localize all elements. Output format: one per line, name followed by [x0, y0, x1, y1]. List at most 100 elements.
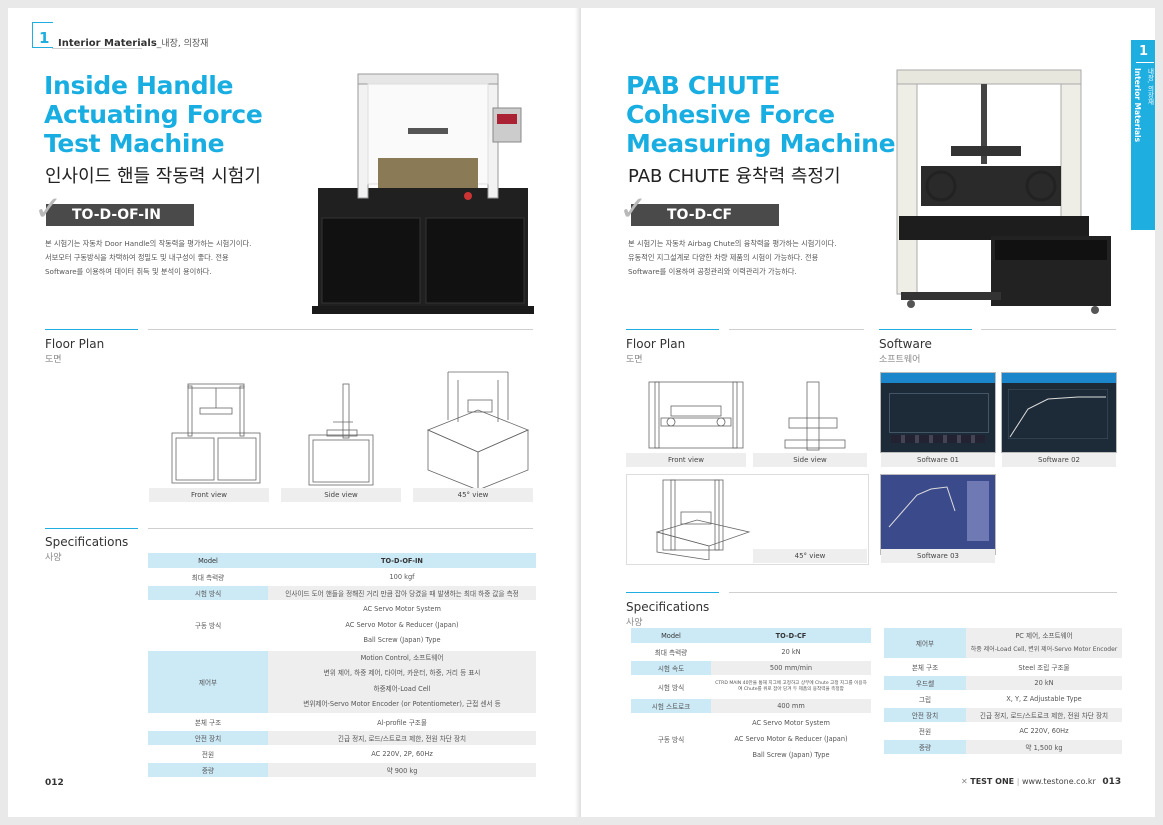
side-tab-label: Interior Materials — [1133, 68, 1142, 142]
spec-line: PC 제어, 소프트웨어 — [1015, 632, 1073, 640]
title-line-3: Measuring Machine — [626, 129, 896, 158]
check-icon: ✓ — [34, 189, 63, 229]
chapter-label: Interior Materials — [58, 38, 157, 49]
spec-key: 전원 — [918, 728, 932, 736]
chapter-number: 1 — [39, 29, 50, 47]
floor-plan-rule — [729, 329, 864, 330]
product-title: PAB CHUTE Cohesive Force Measuring Machi… — [626, 71, 896, 158]
spec-key: 안전 장치 — [884, 708, 966, 722]
spec-line: Motion Control, 소프트웨어 — [360, 653, 444, 662]
brand-logo-icon: ✕ — [961, 777, 968, 786]
spec-value: AC 220V, 2P, 60Hz — [371, 749, 433, 758]
spec-value: Motion Control, 소프트웨어 변위 제어, 하중 제어, 타이머,… — [268, 650, 536, 713]
desc-line-3: Software를 이용하여 공정관리와 이력관리가 가능하다. — [628, 267, 797, 276]
model-badge: TO-D-CF — [631, 204, 779, 226]
side-view-drawing — [308, 383, 374, 486]
product-title: Inside Handle Actuating Force Test Machi… — [44, 71, 263, 158]
spec-line: Ball Screw (Japan) Type — [752, 751, 830, 759]
spec-value: Steel 조립 구조물 — [1018, 664, 1070, 672]
spec-row: 구동 방식 AC Servo Motor System AC Servo Mot… — [631, 715, 871, 763]
floor-plan-heading: Floor Plan — [626, 337, 686, 351]
spec-value: X, Y, Z Adjustable Type — [1006, 695, 1082, 703]
spec-key: 제어부 — [148, 650, 268, 713]
spec-line: AC Servo Motor & Reducer (Japan) — [345, 620, 459, 629]
spec-key: 중량 — [148, 762, 268, 777]
spec-value: AC Servo Motor System AC Servo Motor & R… — [268, 602, 536, 649]
check-icon: ✓ — [619, 189, 648, 229]
iso-view-drawing — [655, 479, 751, 560]
spec-value: 긴급 정지, 로드/스트로크 제한, 전원 차단 장치 — [966, 708, 1122, 722]
front-view-drawing — [171, 383, 261, 484]
spec-line: 하중 제어-Load Cell, 변위 제어-Servo Motor Encod… — [970, 646, 1118, 653]
spec-key: 구동 방식 — [657, 736, 685, 744]
floor-plan-heading-kr: 도면 — [45, 355, 62, 365]
website: www.testone.co.kr — [1021, 777, 1096, 786]
software-caption-2: Software 02 — [1002, 453, 1116, 467]
iso-view-drawing — [426, 371, 530, 491]
spec-line: AC Servo Motor System — [752, 719, 830, 727]
desc-line-3: Software를 이용하여 데이터 취득 및 분석이 용이하다. — [45, 267, 212, 276]
spec-row: 제어부 PC 제어, 소프트웨어 하중 제어-Load Cell, 변위 제어-… — [884, 628, 1122, 658]
spec-heading: Specifications — [45, 535, 129, 549]
side-view-caption: Side view — [281, 488, 401, 502]
spec-key: Model — [148, 553, 268, 568]
spec-key: 제어부 — [884, 628, 966, 658]
software-rule — [981, 329, 1116, 330]
floor-plan-heading-kr: 도면 — [626, 355, 643, 365]
chapter-number-box: 1 — [32, 22, 53, 48]
spec-value: 인사이드 도어 핸들을 정해진 거리 만큼 잡아 당겼을 때 발생하는 최대 하… — [268, 586, 536, 600]
spec-line: 하중제어-Load Cell — [373, 684, 431, 693]
spec-value: Al-profile 구조물 — [377, 718, 427, 727]
side-tab-divider — [1136, 62, 1154, 63]
iso-view-frame — [626, 474, 869, 565]
side-view-caption: Side view — [753, 453, 867, 467]
side-tab-number: 1 — [1139, 44, 1149, 59]
page-number-left: 012 — [45, 778, 64, 788]
spec-value: TO-D-OF-IN — [268, 553, 536, 568]
side-tab-label-en: Interior Materials — [1133, 68, 1142, 143]
spec-key: 최대 측력량 — [191, 574, 225, 582]
product-title-kr: PAB CHUTE 융착력 측정기 — [628, 166, 841, 187]
software-rule-accent — [879, 329, 972, 330]
desc-line-1: 본 시험기는 자동차 Door Handle의 작동력을 평가하는 시험기이다. — [45, 239, 252, 248]
brand-name: TEST ONE — [970, 777, 1015, 786]
product-title-kr: 인사이드 핸들 작동력 시험기 — [45, 166, 261, 187]
title-line-1: PAB CHUTE — [626, 71, 781, 100]
software-screenshot-2 — [1001, 372, 1117, 453]
spec-rule-accent — [626, 592, 719, 593]
chapter-side-tab: 1 Interior Materials 내장, 의장재 — [1131, 40, 1155, 230]
floor-plan-rule — [148, 329, 533, 330]
product-description: 본 시험기는 자동차 Airbag Chute의 융착력을 평가하는 시험기이다… — [628, 237, 898, 279]
spec-value: TO-D-CF — [711, 628, 871, 643]
spec-key: 시험 방식 — [148, 586, 268, 600]
desc-line-2: 서보모터 구동방식을 차택하여 정밀도 및 내구성이 좋다. 전용 — [45, 253, 229, 262]
spec-key: 우드쎌 — [884, 676, 966, 690]
chapter-header: Interior Materials_내장, 의장재 — [58, 36, 208, 49]
spec-key: 최대 측력량 — [654, 649, 688, 657]
right-page: PAB CHUTE Cohesive Force Measuring Machi… — [581, 8, 1155, 817]
spec-key: 중량 — [884, 740, 966, 754]
spec-value: 약 900 kg — [268, 762, 536, 777]
spec-value: 약 1,500 kg — [966, 740, 1122, 754]
floor-plan-rule-accent — [45, 329, 138, 330]
software-caption-3: Software 03 — [881, 549, 995, 563]
title-line-2: Cohesive Force — [626, 100, 835, 129]
page-number-right: 013 — [1102, 777, 1122, 787]
spec-table-right: 제어부 PC 제어, 소프트웨어 하중 제어-Load Cell, 변위 제어-… — [884, 626, 1122, 756]
spec-rule — [148, 528, 533, 529]
machine-photo — [312, 73, 534, 314]
